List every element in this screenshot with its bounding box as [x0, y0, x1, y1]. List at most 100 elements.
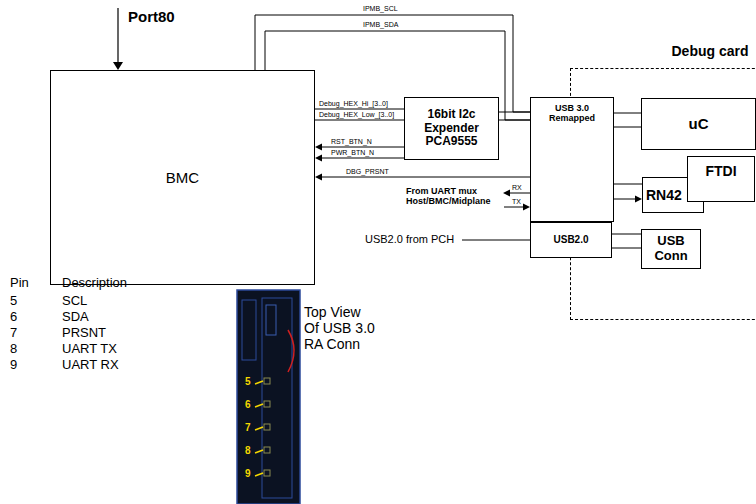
arrow-head: [503, 190, 510, 197]
pin-description-text: PRSNT: [62, 325, 106, 340]
pin-number: 6: [10, 310, 17, 325]
pin-callout: 5: [245, 376, 251, 388]
pin-description-text: SCL: [62, 293, 87, 308]
signal-name-text: TX: [512, 198, 521, 205]
picture-caption: Top View Of USB 3.0 RA Conn: [304, 304, 378, 352]
signal-label-text: RST_BTN_N: [330, 138, 373, 145]
port-label: Port80: [128, 8, 175, 25]
port80-arrow: [117, 8, 118, 62]
signal-wire: [612, 248, 641, 249]
ftdi-box: FTDI: [687, 156, 755, 202]
arrow-head: [523, 204, 530, 211]
pch-wire: [462, 240, 530, 241]
signal-label: PWR_BTN_N: [330, 149, 375, 157]
wire-line: [321, 158, 404, 159]
wire-line: [614, 184, 642, 185]
pin-number-text: 8: [10, 341, 17, 356]
rx-wire: [509, 193, 530, 194]
table-header-text: Pin: [10, 275, 29, 290]
pin-number: 8: [10, 342, 17, 357]
box-text: USB 3.0 Remapped: [534, 103, 610, 124]
signal-name: RX: [512, 184, 522, 192]
picture-caption-text: Top View Of USB 3.0 RA Conn: [304, 304, 375, 352]
signal-label-text: IPMB_SDA: [362, 21, 399, 28]
signal-source-label-text: USB2.0 from PCH: [365, 233, 454, 245]
signal-label-text: PWR_BTN_N: [330, 149, 375, 156]
signal-wire: [315, 109, 404, 110]
table-header: Pin: [10, 276, 29, 291]
arrow-head: [635, 196, 642, 203]
wire-line: [315, 109, 404, 110]
pin-callout: 8: [245, 445, 251, 457]
pin-callout-text: 8: [245, 445, 251, 456]
pin-callout: 7: [245, 422, 251, 434]
wire-line: [612, 248, 641, 249]
wire-line: [315, 120, 404, 121]
signal-source-label: USB2.0 from PCH: [365, 233, 454, 246]
box-text: RN42: [646, 187, 682, 203]
signal-label-text: IPMB_SCL: [362, 5, 399, 12]
signal-wire: [612, 234, 641, 235]
box-text: FTDI: [705, 163, 736, 179]
wire-line: [499, 120, 530, 121]
pin-description: SCL: [62, 294, 87, 309]
wire-line: [614, 127, 641, 128]
signal-name: TX: [512, 198, 521, 206]
pin-number-text: 7: [10, 325, 17, 340]
arrow-head: [315, 144, 322, 151]
signal-wire: [614, 196, 642, 203]
signal-label: DBG_PRSNT: [345, 168, 390, 176]
signal-label-text: Debug_HEX_Hi_[3..0]: [318, 100, 389, 107]
signal-label: IPMB_SDA: [362, 21, 399, 29]
wire-line: [321, 147, 404, 148]
signal-label: RST_BTN_N: [330, 138, 373, 146]
arrow-head: [113, 62, 123, 70]
pin-description: SDA: [62, 310, 89, 325]
usb-conn-box: USB Conn: [641, 229, 701, 269]
tx-wire: [504, 207, 524, 208]
uart-source-label-text: From UART mux Host/BMC/Midplane: [406, 186, 491, 206]
pin-number-text: 6: [10, 309, 17, 324]
signal-wire: [614, 184, 642, 185]
region-heading: Debug card: [671, 43, 748, 59]
pin-callout: 6: [245, 399, 251, 411]
signal-wire: [614, 127, 641, 128]
signal-wire: [499, 120, 530, 121]
box-text: BMC: [166, 169, 199, 186]
bmc-box: BMC: [50, 70, 315, 285]
box-text: USB2.0: [553, 234, 588, 246]
pin-description-text: UART RX: [62, 357, 119, 372]
signal-label: IPMB_SCL: [362, 5, 399, 13]
box-text: USB Conn: [645, 234, 697, 264]
signal-wire: [315, 120, 404, 121]
port-label-text: Port80: [128, 8, 175, 25]
signal-name-text: RX: [512, 184, 522, 191]
pin-description: UART RX: [62, 358, 119, 373]
connector-picture: [237, 290, 300, 504]
table-header-text: Description: [62, 275, 127, 290]
signal-wire: [499, 112, 530, 113]
signal-label: Debug_HEX_Hi_[3..0]: [318, 100, 389, 108]
pin-callout-text: 7: [245, 422, 251, 433]
pin-callout-text: 9: [245, 468, 251, 479]
usb2-box: USB2.0: [530, 222, 612, 258]
box-text: uC: [689, 115, 709, 132]
pin-callout-text: 6: [245, 399, 251, 410]
pin-description-text: UART TX: [62, 341, 117, 356]
uart-source-label: From UART mux Host/BMC/Midplane: [406, 186, 502, 207]
usb3-box: USB 3.0 Remapped: [530, 97, 614, 222]
pin-description-text: SDA: [62, 309, 89, 324]
wire-line: [614, 199, 636, 200]
pin-callout: 9: [245, 468, 251, 480]
pin-number: 9: [10, 358, 17, 373]
signal-label-text: Debug_HEX_Low_[3..0]: [318, 111, 395, 118]
pin-number: 5: [10, 294, 17, 309]
pin-number-text: 9: [10, 357, 17, 372]
wire-line: [612, 234, 641, 235]
wire-line: [614, 113, 641, 114]
uc-box: uC: [641, 98, 756, 150]
wire-line: [499, 112, 530, 113]
arrow-head: [315, 155, 322, 162]
wire-line: [321, 177, 530, 178]
